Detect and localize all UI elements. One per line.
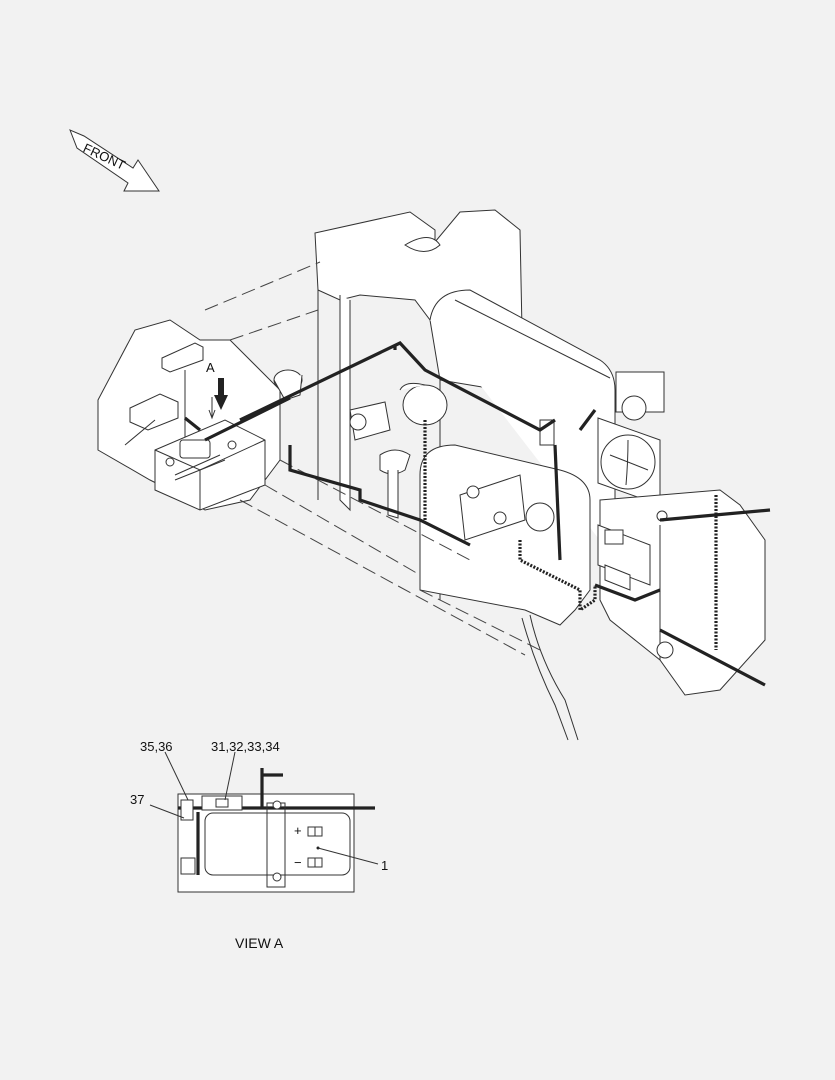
plus-terminal-symbol: +: [294, 823, 302, 838]
hydraulic-tank: [597, 489, 766, 696]
engine-bay: [419, 444, 591, 626]
minus-terminal-symbol: −: [294, 855, 302, 870]
callout-35-36: 35,36: [140, 739, 173, 754]
callout-37: 37: [130, 792, 144, 807]
view-a-letter: A: [206, 360, 215, 375]
view-a-inset: + − 35,36 31,32,33,34 37 1: [130, 739, 388, 893]
wiring-harness: [184, 341, 771, 741]
front-arrow: FRONT: [69, 129, 160, 192]
battery-main: [154, 419, 266, 511]
radiator-fan: [539, 371, 665, 506]
engine-components: [273, 369, 448, 519]
view-a-marker: A: [206, 360, 228, 420]
callout-31-34: 31,32,33,34: [211, 739, 280, 754]
callout-1: 1: [381, 858, 388, 873]
projection-lines: [204, 261, 541, 656]
view-a-caption: VIEW A: [235, 935, 284, 951]
front-arrow-label: FRONT: [81, 140, 128, 173]
